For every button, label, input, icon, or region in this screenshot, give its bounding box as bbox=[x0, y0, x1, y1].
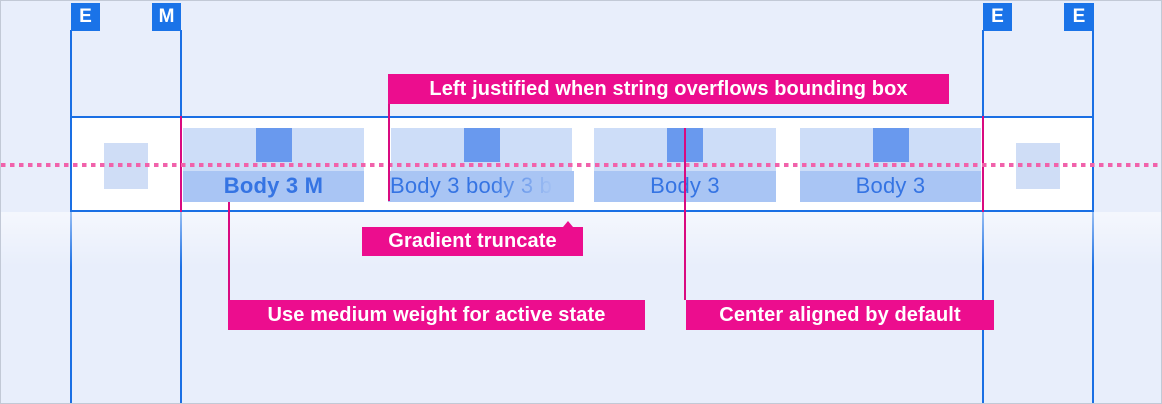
tab-icon-placeholder bbox=[255, 128, 292, 162]
annotation-gradient-truncate: Gradient truncate bbox=[362, 221, 583, 256]
connector-medium-weight bbox=[228, 202, 230, 300]
tab-label-truncated: Body 3 body 3 b bbox=[388, 171, 574, 202]
marker-box-edge-inner-right: E bbox=[983, 3, 1012, 31]
callout-pointer-up-icon bbox=[563, 221, 573, 227]
marker-box-edge-left: E bbox=[71, 3, 100, 31]
tab-label: Body 3 bbox=[800, 171, 981, 202]
tab-label: Body 3 M bbox=[183, 171, 364, 202]
tab-icon-placeholder bbox=[872, 128, 909, 162]
annotation-left-justified: Left justified when string overflows bou… bbox=[388, 74, 949, 104]
annotation-text: Gradient truncate bbox=[388, 230, 557, 252]
vertical-center-dashed-line bbox=[1, 163, 1161, 167]
connector-left-justified bbox=[388, 103, 390, 201]
connector-center-aligned bbox=[684, 128, 686, 300]
marker-box-edge-right: E bbox=[1064, 3, 1094, 31]
tab-icon-placeholder bbox=[463, 128, 500, 162]
gradient-truncate-fade bbox=[489, 171, 574, 202]
marker-box-margin-left: M bbox=[152, 3, 181, 31]
annotation-center-aligned: Center aligned by default bbox=[686, 300, 994, 330]
annotation-medium-weight: Use medium weight for active state bbox=[228, 300, 645, 330]
